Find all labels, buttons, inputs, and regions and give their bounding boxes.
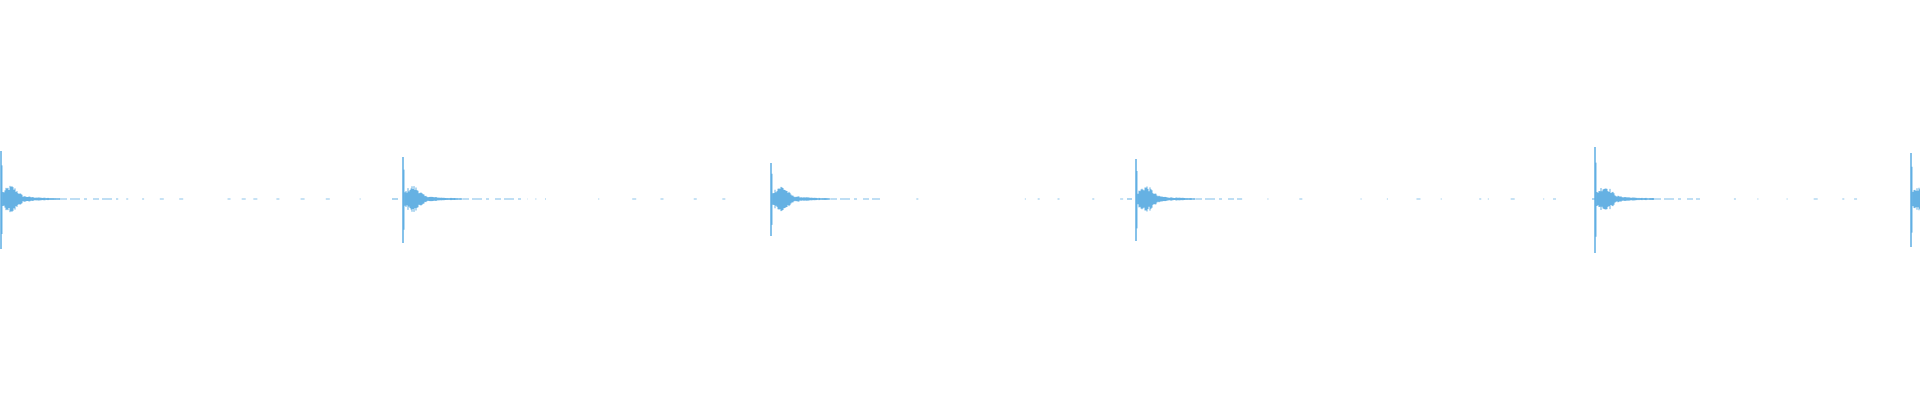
waveform-trace bbox=[0, 147, 1920, 253]
